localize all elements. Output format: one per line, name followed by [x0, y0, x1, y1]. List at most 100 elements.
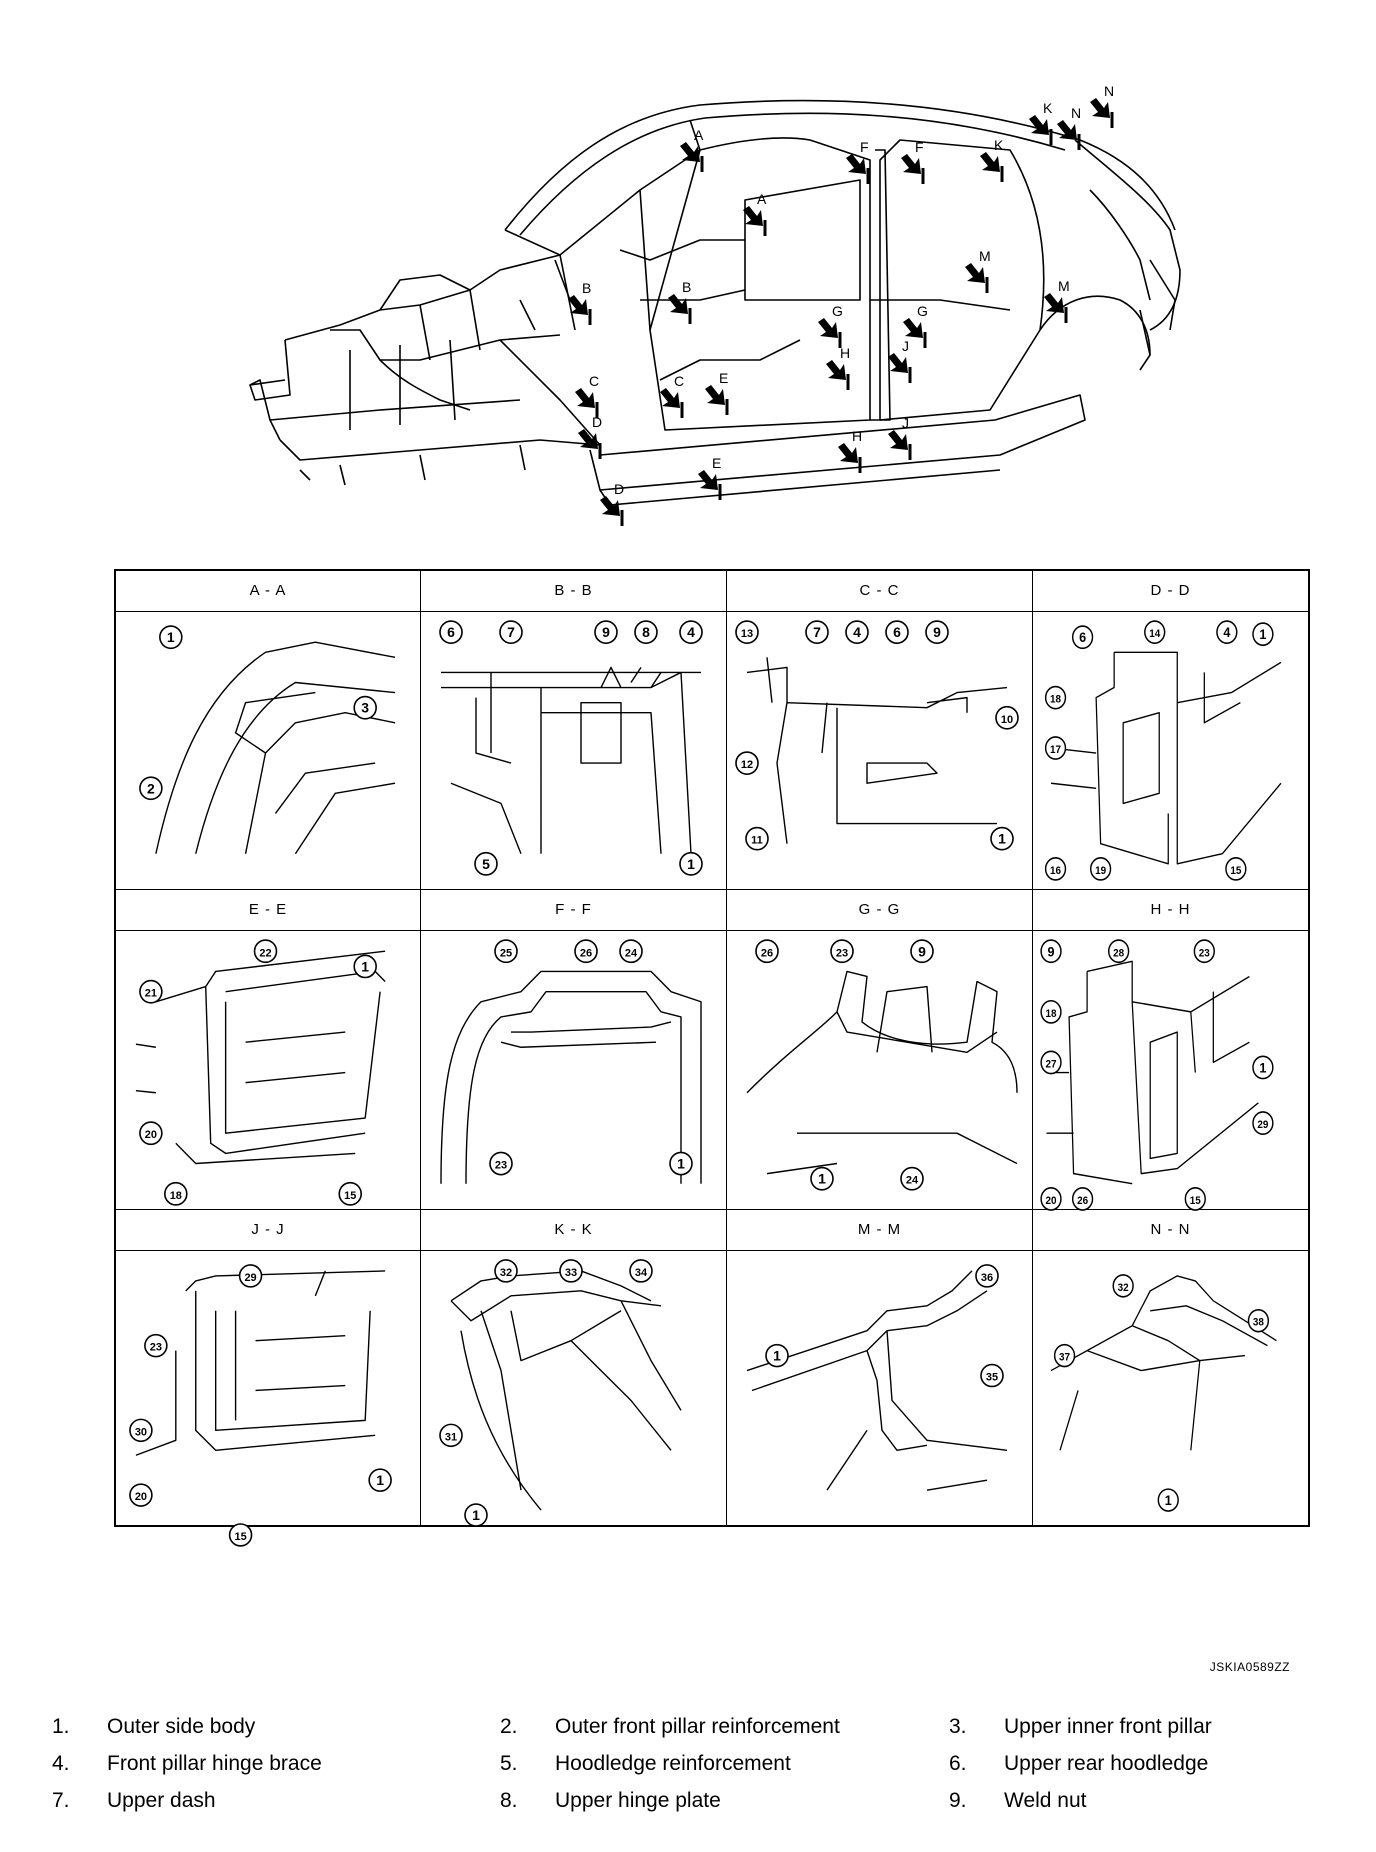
section-marker-k: K: [980, 137, 1004, 182]
svg-text:30: 30: [135, 1426, 147, 1438]
section-marker-label: K: [994, 137, 1004, 153]
section-marker-label: J: [902, 338, 909, 354]
svg-text:25: 25: [500, 947, 512, 959]
callout-18: 18: [1040, 999, 1062, 1024]
callout-1: 1: [1252, 622, 1274, 647]
svg-text:1: 1: [1259, 1060, 1267, 1076]
section-marker-label: K: [1043, 100, 1053, 116]
section-marker-f: F: [846, 139, 870, 184]
callout-15: 15: [1184, 1186, 1206, 1211]
svg-text:22: 22: [259, 947, 271, 959]
svg-text:2: 2: [147, 780, 155, 796]
section-marker-n: N: [1090, 83, 1114, 128]
callout-16: 16: [1044, 856, 1067, 881]
callout-7: 7: [499, 620, 523, 645]
svg-text:1: 1: [687, 856, 695, 872]
callout-13: 13: [735, 620, 759, 645]
callout-11: 11: [745, 826, 769, 851]
callout-1: 1: [810, 1166, 834, 1191]
callout-18: 18: [164, 1181, 188, 1206]
callout-12: 12: [735, 751, 759, 775]
section-title: A - A: [116, 571, 420, 612]
svg-text:1: 1: [167, 629, 175, 645]
callout-35: 35: [980, 1363, 1004, 1388]
legend-number: 6.: [949, 1752, 967, 1775]
callout-1: 1: [368, 1468, 392, 1492]
callout-9: 9: [1040, 939, 1062, 964]
svg-text:7: 7: [507, 624, 515, 640]
svg-text:36: 36: [981, 1272, 993, 1284]
legend-text: Front pillar hinge brace: [107, 1752, 322, 1775]
callout-22: 22: [253, 939, 278, 964]
svg-text:9: 9: [602, 624, 610, 640]
svg-text:18: 18: [1050, 693, 1061, 706]
svg-text:23: 23: [495, 1160, 507, 1172]
svg-text:29: 29: [1257, 1119, 1268, 1132]
section-marker-label: C: [674, 373, 684, 389]
section-marker-b: B: [668, 279, 692, 324]
callout-4: 4: [679, 620, 703, 645]
section-marker-m: M: [965, 248, 991, 293]
svg-text:1: 1: [376, 1472, 384, 1488]
legend-text: Upper inner front pillar: [1004, 1715, 1212, 1738]
callout-15: 15: [338, 1181, 362, 1206]
callout-32: 32: [1112, 1274, 1134, 1298]
svg-text:3: 3: [361, 700, 369, 716]
svg-text:13: 13: [741, 628, 753, 640]
svg-text:4: 4: [1223, 625, 1231, 641]
svg-text:1: 1: [1165, 1492, 1173, 1508]
legend-text: Upper dash: [107, 1789, 216, 1812]
svg-text:26: 26: [761, 947, 773, 959]
legend-number: 2.: [500, 1715, 518, 1738]
svg-text:32: 32: [500, 1267, 512, 1279]
svg-text:1: 1: [361, 958, 369, 974]
svg-text:1: 1: [677, 1155, 685, 1171]
section-marker-f: F: [901, 139, 925, 184]
svg-text:18: 18: [170, 1190, 182, 1202]
callout-26: 26: [755, 939, 779, 964]
section-marker-label: M: [979, 248, 991, 264]
callout-21: 21: [139, 979, 163, 1004]
callout-28: 28: [1108, 939, 1130, 964]
callout-1: 1: [159, 625, 183, 650]
svg-text:28: 28: [1113, 947, 1124, 960]
callout-27: 27: [1040, 1050, 1062, 1075]
callout-1: 1: [1157, 1488, 1179, 1512]
section-marker-label: D: [592, 414, 602, 430]
svg-text:6: 6: [893, 624, 901, 640]
section-marker-a: A: [743, 191, 767, 236]
svg-text:24: 24: [625, 947, 638, 959]
callout-7: 7: [805, 620, 829, 645]
svg-text:7: 7: [813, 624, 821, 640]
svg-text:1: 1: [1259, 627, 1267, 643]
legend-number: 5.: [500, 1752, 518, 1775]
callout-6: 6: [885, 620, 909, 645]
section-title: F - F: [421, 890, 726, 931]
legend-number: 1.: [52, 1715, 70, 1738]
section-title: G - G: [727, 890, 1032, 931]
callout-15: 15: [228, 1523, 253, 1547]
svg-text:33: 33: [565, 1267, 577, 1279]
section-marker-g: G: [818, 303, 843, 348]
section-marker-j: J: [888, 415, 912, 460]
svg-text:1: 1: [773, 1348, 781, 1364]
callout-32: 32: [494, 1259, 518, 1283]
section-marker-label: J: [902, 415, 909, 431]
callout-24: 24: [619, 939, 643, 964]
section-marker-a: A: [680, 127, 704, 172]
section-marker-label: A: [694, 127, 704, 143]
section-marker-label: G: [917, 303, 928, 319]
legend-number: 4.: [52, 1752, 70, 1775]
svg-text:16: 16: [1050, 864, 1061, 877]
svg-text:15: 15: [1230, 864, 1241, 877]
callout-30: 30: [129, 1418, 153, 1443]
section-marker-label: F: [915, 139, 924, 155]
